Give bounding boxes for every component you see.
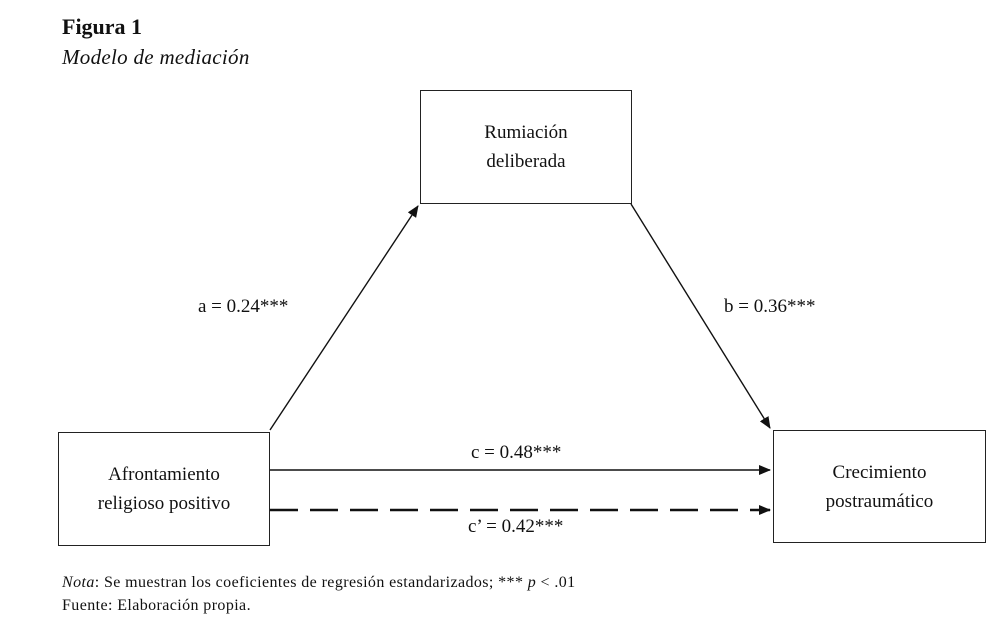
outcome-label-line2: postraumático [825, 490, 934, 512]
p-value: < .01 [536, 574, 576, 591]
mediator-label-line1: Rumiación [484, 122, 568, 143]
path-c-label: c = 0.48*** [471, 442, 562, 463]
figure-note: Nota: Se muestran los coeficientes de re… [62, 571, 576, 617]
path-c-prime-label: c’ = 0.42*** [468, 516, 564, 537]
outcome-label-line1: Crecimiento [832, 461, 927, 483]
outcome-box: Crecimiento postraumático [773, 430, 986, 543]
note-label: Nota [62, 574, 95, 591]
note-line: Nota: Se muestran los coeficientes de re… [62, 571, 576, 594]
path-a-label: a = 0.24*** [198, 296, 289, 317]
predictor-label-line2: religioso positivo [97, 493, 231, 514]
mediator-label-line2: deliberada [486, 151, 566, 172]
mediator-box: Rumiación deliberada [420, 90, 632, 204]
p-symbol: p [527, 574, 537, 591]
note-text: : Se muestran los coeficientes de regres… [94, 574, 528, 591]
path-b-arrow [630, 203, 771, 429]
figure-title: Modelo de mediación [62, 45, 250, 69]
path-b-label: b = 0.36*** [724, 296, 816, 317]
predictor-box: Afrontamiento religioso positivo [58, 432, 270, 546]
source-line: Fuente: Elaboración propia. [62, 597, 251, 614]
path-a-arrow [269, 205, 419, 431]
figure-label: Figura 1 [62, 14, 143, 39]
predictor-label-line1: Afrontamiento [108, 464, 220, 485]
